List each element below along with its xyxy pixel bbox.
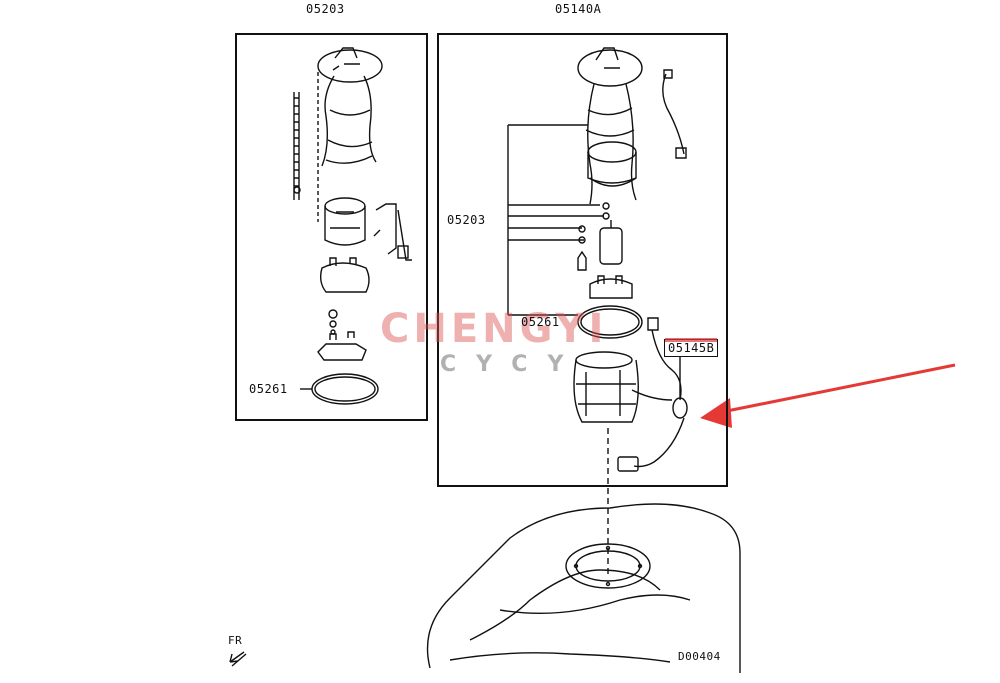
front-direction-arrow [229,651,247,667]
left-panel-frame [235,33,428,421]
watermark-sub: CYCY [440,352,584,377]
left-pump-assembly [293,47,412,405]
diagram-code: D00404 [678,650,721,663]
part-callout-label: 05145B [664,338,719,357]
right-ring-label: 05261 [521,315,560,329]
left-panel-title: 05203 [306,2,345,16]
left-ring-label: 05261 [249,382,288,396]
front-marker-label: FR [228,634,243,647]
right-panel-frame [437,33,728,487]
right-filter-label: 05203 [447,213,486,227]
callout-arrow [700,363,956,428]
fuel-tank [426,503,741,673]
right-panel-title: 05140A [555,2,602,16]
watermark-brand: CHENGYI [380,306,608,352]
right-pump-module-assembly [507,47,688,578]
